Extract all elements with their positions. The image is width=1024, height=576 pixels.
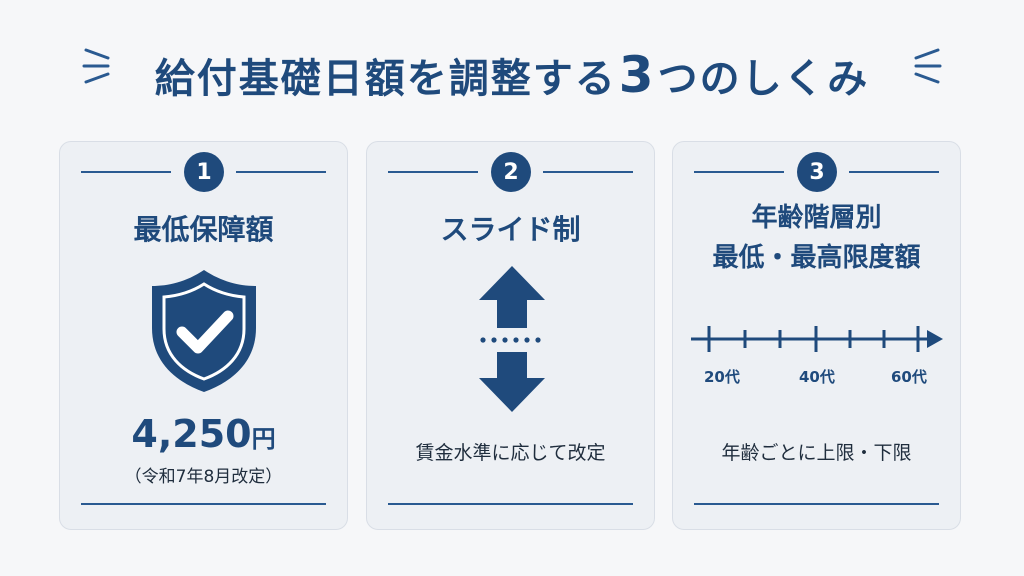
up-down-arrows-icon [479, 266, 545, 412]
minimum-amount: 4,250円 [60, 412, 347, 456]
amount-note: （令和7年8月改定） [124, 467, 283, 487]
divider [694, 171, 784, 173]
age-label: 60代 [891, 368, 927, 386]
divider [388, 503, 633, 505]
divider [849, 171, 939, 173]
age-label: 40代 [799, 368, 835, 386]
card-number-badge: 2 [491, 152, 531, 192]
page-title: 給付基礎日額を調整する3つのしくみ [0, 40, 1024, 110]
divider [694, 503, 939, 505]
sparkle-lines-icon [914, 48, 942, 84]
age-label: 20代 [704, 368, 740, 386]
title-number: 3 [618, 46, 656, 104]
title-main: 給付基礎日額を調整する [154, 56, 617, 102]
card-title-line2: 最低・最高限度額 [712, 243, 921, 273]
card-minimum-guarantee: 1 最低保障額 4,250円 （令和7年8月改定） [59, 141, 348, 530]
card-caption: 年齢ごとに上限・下限 [721, 442, 912, 464]
divider [81, 503, 326, 505]
card-title: 最低保障額 [133, 213, 274, 246]
divider [81, 171, 171, 173]
card-number-badge: 3 [797, 152, 837, 192]
divider [388, 171, 478, 173]
sparkle-lines-icon [82, 48, 110, 84]
card-slide-system: 2 スライド制 賃金水準に応じて改定 [366, 141, 655, 530]
card-title-line1: 年齢階層別 [751, 203, 882, 233]
card-age-limits: 3 年齢階層別 最低・最高限度額 20代 40代 60代 年齢ごとに上限・下限 [672, 141, 961, 530]
title-suffix: つのしくみ [657, 56, 870, 102]
divider [236, 171, 326, 173]
amount-unit: 円 [251, 425, 276, 453]
card-title: スライド制 [440, 213, 581, 246]
shield-check-icon [152, 270, 256, 392]
age-timeline-icon [691, 326, 943, 352]
card-caption: 賃金水準に応じて改定 [415, 442, 606, 464]
card-number-badge: 1 [184, 152, 224, 192]
divider [543, 171, 633, 173]
amount-value: 4,250 [131, 412, 252, 456]
